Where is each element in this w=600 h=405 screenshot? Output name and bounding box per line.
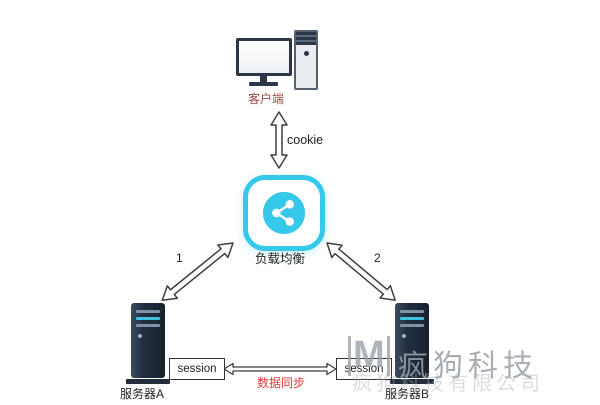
edge-2-label: 2 — [374, 251, 381, 265]
server-a-icon — [126, 303, 170, 384]
server-a-tower — [131, 303, 165, 378]
cookie-arrow — [270, 111, 288, 169]
watermark-logo: M — [348, 335, 390, 376]
server-b-label: 服务器B — [384, 387, 429, 401]
server-b-icon — [390, 303, 434, 384]
server-a-label: 服务器A — [119, 387, 164, 401]
server-slot — [136, 310, 160, 313]
server-led — [138, 334, 142, 338]
server-b-tower — [395, 303, 429, 378]
load-balancer-label: 负载均衡 — [254, 252, 305, 266]
load-balancer-icon — [243, 175, 325, 251]
client-computer-icon — [236, 30, 318, 90]
pc-tower-vents — [296, 32, 316, 45]
data-sync-label: 数据同步 — [256, 376, 305, 390]
watermark-tagline: 疯狗科技有限公司 — [352, 373, 544, 395]
session-sync-arrow — [223, 362, 337, 376]
server-slot — [136, 324, 160, 327]
client-label: 客户端 — [247, 92, 284, 106]
server-slot — [400, 310, 424, 313]
server-slot — [136, 317, 160, 320]
pc-tower-button — [303, 51, 309, 56]
server-led — [402, 334, 406, 338]
monitor-stand — [260, 76, 267, 82]
lb-server-a-arrow — [161, 242, 234, 302]
share-network-icon — [262, 191, 306, 235]
pc-tower-icon — [294, 30, 318, 90]
server-a-base — [126, 379, 170, 384]
lb-server-b-arrow — [326, 242, 396, 301]
edge-1-label: 1 — [176, 251, 183, 265]
server-slot — [400, 324, 424, 327]
monitor-base — [249, 82, 278, 86]
cookie-edge-label: cookie — [287, 133, 324, 147]
session-box-a: session — [169, 358, 225, 380]
server-slot — [400, 317, 424, 320]
monitor-icon — [236, 38, 292, 76]
server-b-base — [390, 379, 434, 384]
watermark-brand: 疯狗科技 — [398, 350, 538, 383]
